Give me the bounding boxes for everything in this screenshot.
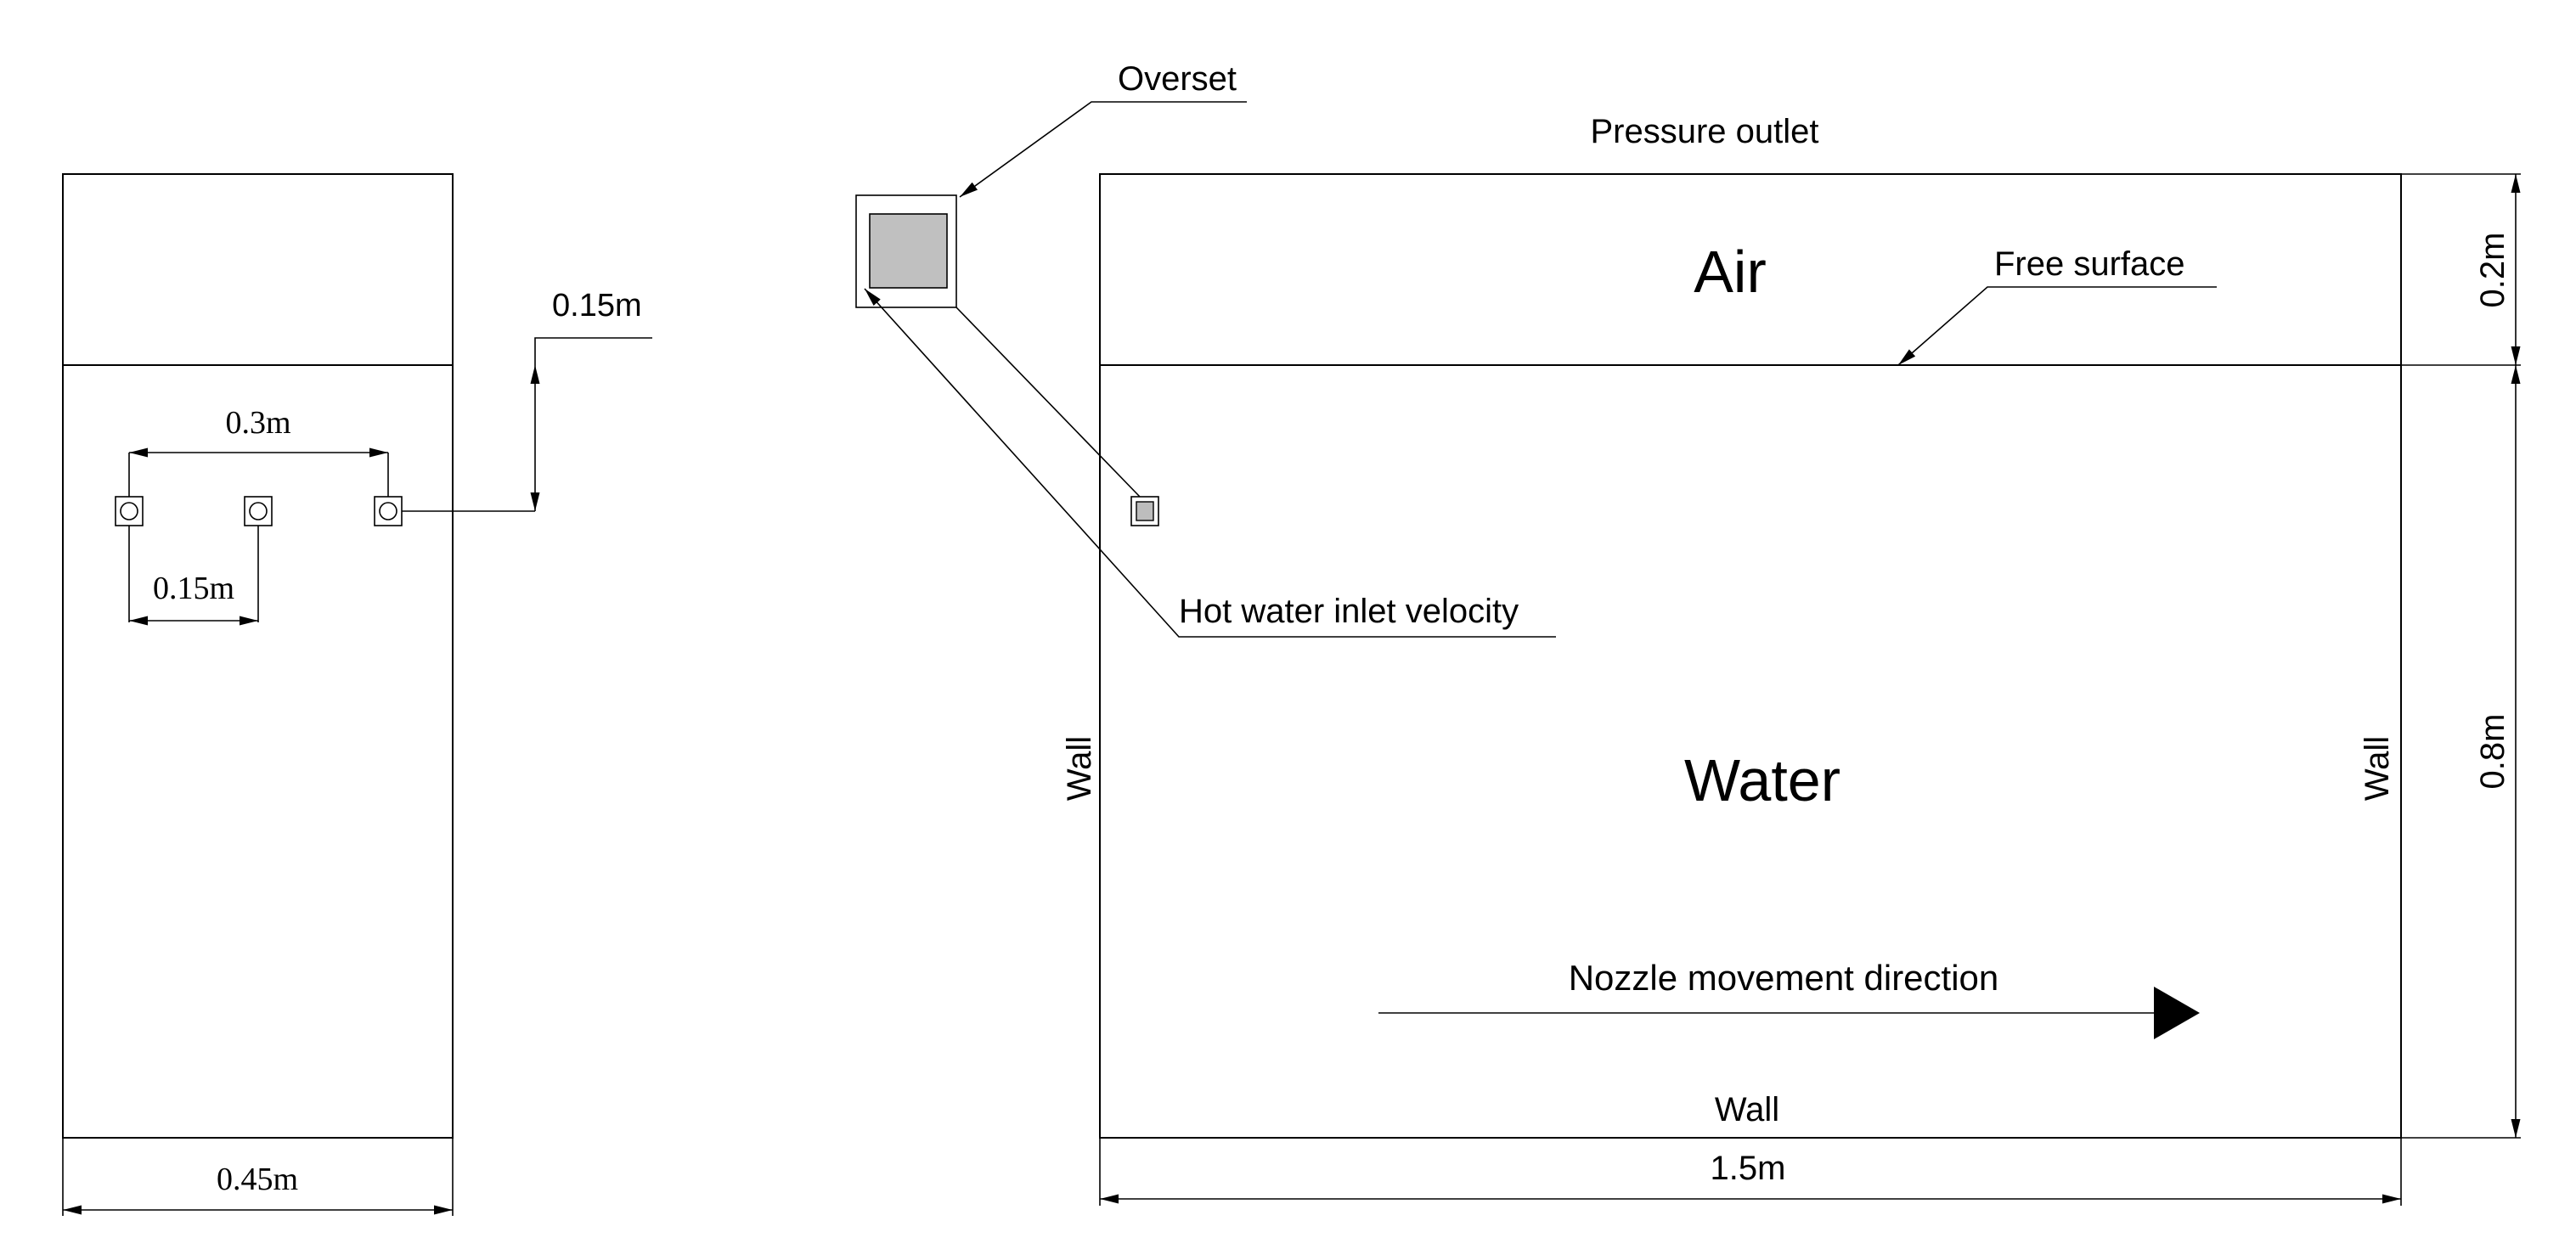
water-label: Water [1684, 747, 1840, 813]
front-view: Pressure outlet Air Water Free surface O… [855, 60, 2521, 1206]
side-tank-outline [62, 173, 454, 1139]
wall-right-label: Wall [2359, 736, 2396, 801]
front-nozzle [1130, 496, 1159, 526]
side-nozzle-2 [244, 496, 273, 526]
dim-width-label: 0.45m [217, 1162, 298, 1197]
dim-nozzle-spacing: 0.15m [128, 526, 259, 626]
hot-water-inlet-label: Hot water inlet velocity [1179, 593, 1519, 630]
dim-water-height-label: 0.8m [2474, 714, 2511, 790]
dim-air-height-label: 0.2m [2474, 233, 2511, 308]
front-tank-outline [1099, 173, 2402, 1139]
dim-water-height: 0.8m [2401, 365, 2521, 1139]
overset-leader: Overset [959, 60, 1247, 198]
dim-length: 1.5m [1099, 1138, 2402, 1206]
wall-bottom-label: Wall [1715, 1091, 1779, 1128]
free-surface-label: Free surface [1994, 245, 2185, 283]
wall-left-label: Wall [1061, 736, 1098, 801]
pressure-outlet-label: Pressure outlet [1590, 113, 1818, 150]
movement-label: Nozzle movement direction [1569, 958, 1999, 998]
side-nozzle-3 [374, 496, 403, 526]
dim-outer-span: 0.3m [128, 405, 389, 497]
overset-fill [869, 213, 948, 289]
dim-air-height: 0.2m [2401, 173, 2521, 366]
dim-length-label: 1.5m [1711, 1150, 1786, 1187]
dim-nozzle-depth-label: 0.15m [552, 288, 642, 324]
movement-arrow: Nozzle movement direction [1378, 958, 2200, 1039]
free-surface-leader: Free surface [1897, 245, 2217, 366]
movement-arrowhead [2154, 987, 2200, 1039]
overset-outer-frame [855, 194, 957, 308]
side-view: 0.15m 0.3m 0.15m 0.45m [62, 173, 652, 1216]
overset-label: Overset [1118, 60, 1237, 98]
dim-width: 0.45m [62, 1138, 454, 1216]
dim-nozzle-spacing-label: 0.15m [153, 571, 234, 606]
side-nozzle-1 [115, 496, 144, 526]
dim-outer-span-label: 0.3m [225, 405, 290, 441]
air-label: Air [1694, 239, 1767, 305]
overset-connector-line [955, 307, 1141, 498]
hot-water-inlet-leader: Hot water inlet velocity [864, 288, 1556, 638]
overset-zone [855, 194, 1141, 498]
dim-nozzle-depth: 0.15m [402, 288, 652, 512]
